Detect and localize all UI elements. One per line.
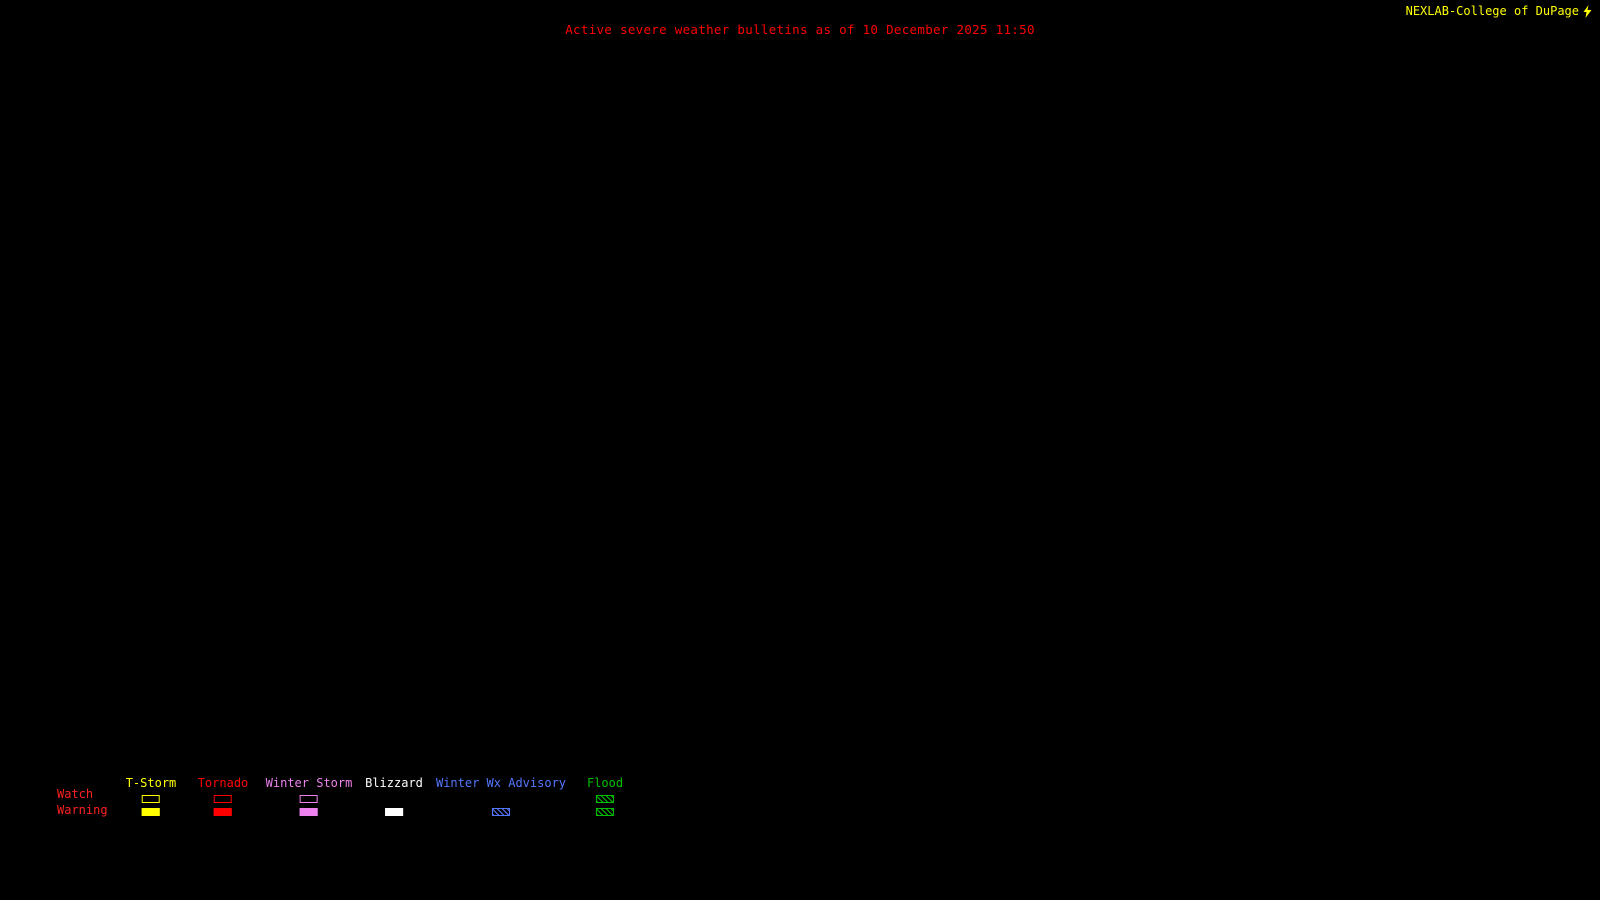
brand: NEXLAB-College of DuPage [1406,4,1592,18]
brand-text: NEXLAB-College of DuPage [1405,4,1579,18]
bulletin-title: Active severe weather bulletins as of 10… [565,22,1035,37]
cod-logo-icon [1583,4,1592,18]
